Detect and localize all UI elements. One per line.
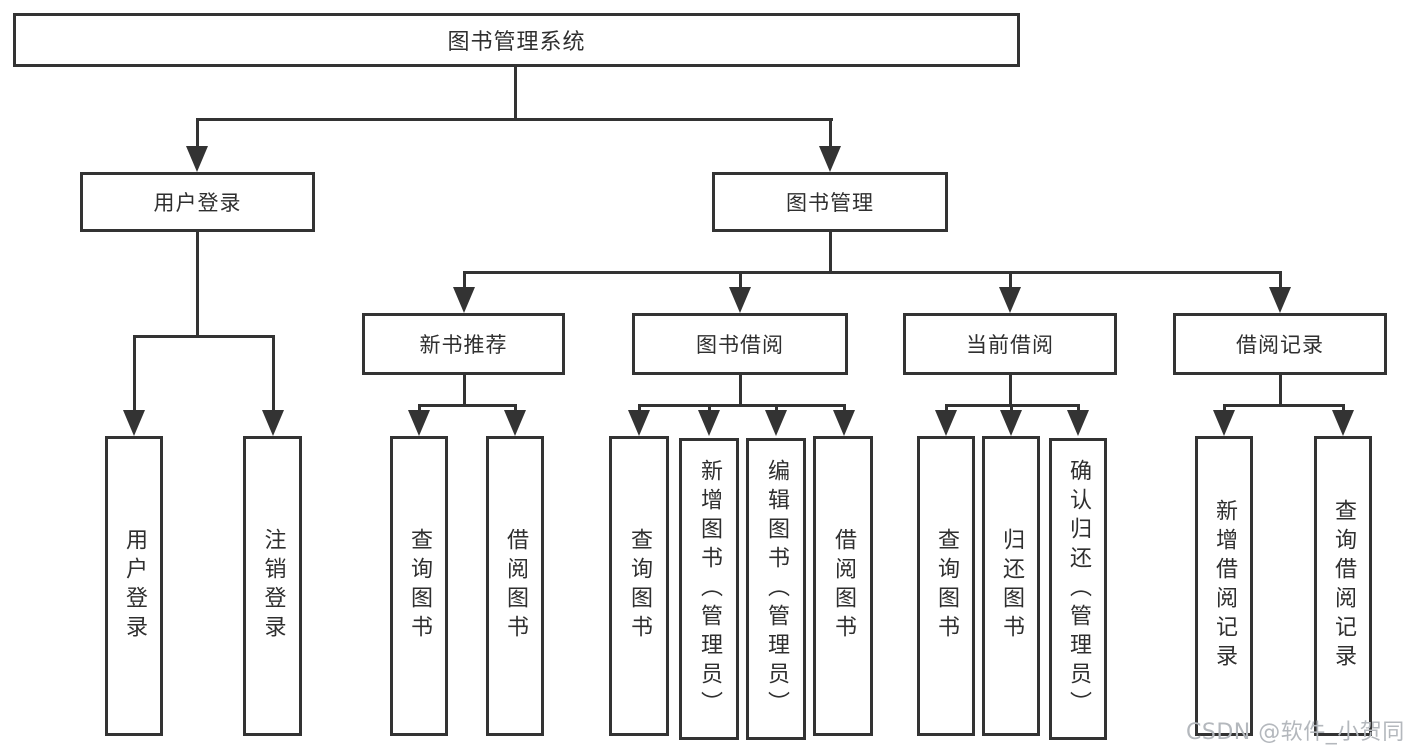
- connector-book-borrowing-stem: [739, 375, 742, 406]
- arrow-down-icon: [123, 410, 145, 436]
- arrow-down-icon: [698, 410, 720, 436]
- connector-drop-current-borrowing: [1009, 271, 1012, 291]
- arrow-down-icon: [1067, 410, 1089, 436]
- connector-root-bar: [196, 118, 833, 121]
- leaf-edit-books-admin: 编辑图书（管理员）: [746, 438, 806, 740]
- connector-borrow-records-bar: [1223, 404, 1344, 407]
- node-book-borrowing: 图书借阅: [632, 313, 848, 375]
- leaf-confirm-return-admin: 确认归还（管理员）: [1049, 438, 1107, 740]
- leaf-borrow-books-borrowing: 借阅图书: [813, 436, 873, 736]
- connector-drop-book-borrowing: [739, 271, 742, 291]
- arrow-down-icon: [628, 410, 650, 436]
- node-current-borrowing: 当前借阅: [903, 313, 1117, 375]
- leaf-add-books-admin: 新增图书（管理员）: [679, 438, 739, 740]
- connector-drop: [708, 404, 711, 413]
- connector-drop-leaf-user-login: [133, 335, 136, 412]
- arrow-down-icon: [262, 410, 284, 436]
- node-book-management-system: 图书管理系统: [13, 13, 1020, 67]
- connector-drop: [638, 404, 641, 413]
- connector-book-management-bar: [463, 271, 1281, 274]
- connector-drop: [1010, 404, 1013, 413]
- arrow-down-icon: [765, 410, 787, 436]
- leaf-query-borrow-record: 查询借阅记录: [1314, 436, 1372, 736]
- connector-user-login-stem: [196, 232, 199, 338]
- arrow-down-icon: [819, 146, 841, 172]
- arrow-down-icon: [729, 287, 751, 313]
- connector-root-stem: [514, 65, 517, 121]
- connector-drop: [775, 404, 778, 413]
- node-book-management: 图书管理: [712, 172, 948, 232]
- leaf-query-books-borrowing: 查询图书: [609, 436, 669, 736]
- connector-drop-user-login: [196, 118, 199, 150]
- arrow-down-icon: [408, 410, 430, 436]
- arrow-down-icon: [999, 287, 1021, 313]
- arrow-down-icon: [504, 410, 526, 436]
- arrow-down-icon: [1213, 410, 1235, 436]
- connector-new-book-stem: [463, 375, 466, 406]
- node-user-login: 用户登录: [80, 172, 315, 232]
- connector-current-borrowing-stem: [1009, 375, 1012, 406]
- connector-borrow-records-stem: [1279, 375, 1282, 406]
- connector-drop: [1223, 404, 1226, 413]
- connector-user-login-bar: [133, 335, 274, 338]
- connector-drop-borrow-records: [1279, 271, 1282, 291]
- leaf-borrow-books-recommend: 借阅图书: [486, 436, 544, 736]
- connector-drop-new-book: [463, 271, 466, 291]
- node-borrow-records: 借阅记录: [1173, 313, 1387, 375]
- leaf-user-login: 用户登录: [105, 436, 163, 736]
- csdn-watermark: CSDN @软件_小贺同学: [1186, 720, 1405, 745]
- connector-drop: [1077, 404, 1080, 413]
- arrow-down-icon: [935, 410, 957, 436]
- connector-drop: [418, 404, 421, 413]
- leaf-return-books: 归还图书: [982, 436, 1040, 736]
- connector-drop: [514, 404, 517, 413]
- connector-new-book-bar: [418, 404, 517, 407]
- arrow-down-icon: [1000, 410, 1022, 436]
- arrow-down-icon: [186, 146, 208, 172]
- leaf-logout: 注销登录: [243, 436, 302, 736]
- arrow-down-icon: [833, 410, 855, 436]
- node-new-book-recommend: 新书推荐: [362, 313, 565, 375]
- leaf-add-borrow-record: 新增借阅记录: [1195, 436, 1253, 736]
- connector-drop: [945, 404, 948, 413]
- connector-drop: [1342, 404, 1345, 413]
- arrow-down-icon: [453, 287, 475, 313]
- connector-drop-leaf-logout: [272, 335, 275, 412]
- arrow-down-icon: [1332, 410, 1354, 436]
- leaf-query-books-current: 查询图书: [917, 436, 975, 736]
- leaf-query-books-recommend: 查询图书: [390, 436, 448, 736]
- connector-drop-book-management: [829, 118, 832, 150]
- connector-book-management-stem: [829, 232, 832, 274]
- arrow-down-icon: [1269, 287, 1291, 313]
- connector-drop: [843, 404, 846, 413]
- connector-book-borrowing-bar: [638, 404, 845, 407]
